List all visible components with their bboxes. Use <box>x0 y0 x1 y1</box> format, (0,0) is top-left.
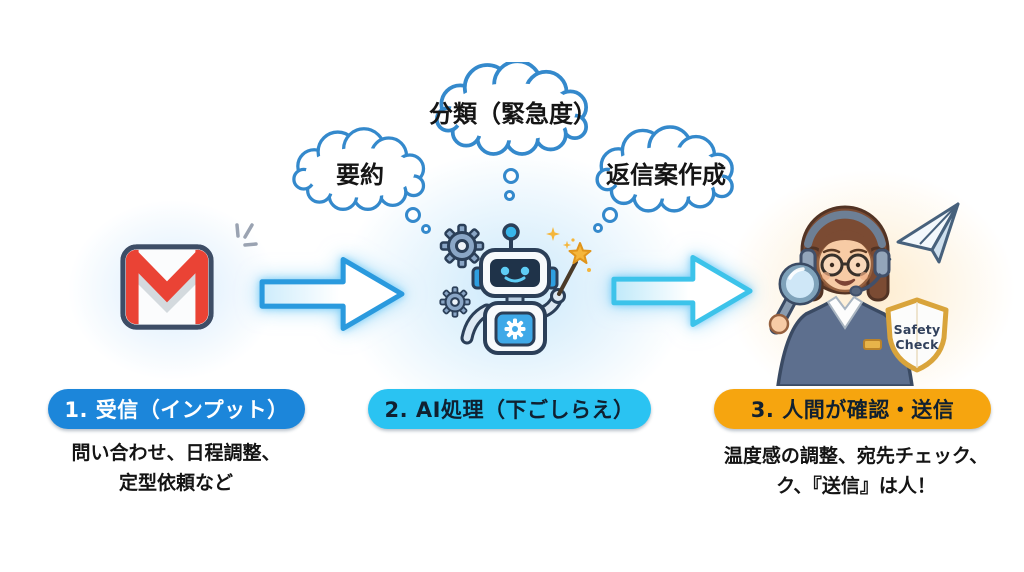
sparkle-icon <box>562 240 572 250</box>
thought-bubble-reply-draft: 返信案作成 <box>591 124 741 220</box>
thought-trail-dot <box>593 223 603 233</box>
cloud-shape <box>434 62 589 156</box>
desc-line: 定型依頼など <box>118 472 233 494</box>
step-pill-receive: 1. 受信（インプット） <box>48 389 305 429</box>
magic-wand-icon <box>546 227 592 296</box>
arrow-right-icon <box>608 246 756 336</box>
collar <box>826 295 864 330</box>
step-pill-human-review: 3. 人間が確認・送信 <box>714 389 991 429</box>
thought-trail-dot <box>602 207 618 223</box>
thought-bubble-classification: 分類（緊急度） <box>421 62 605 160</box>
star-icon <box>568 242 592 264</box>
thought-trail-dot <box>504 190 515 201</box>
step-description-receive: 問い合わせ、日程調整、 定型依頼など <box>26 438 326 498</box>
cloud-label-classification: 分類（緊急度） <box>429 99 597 128</box>
sparkle-icon <box>546 227 560 241</box>
cloud-label-reply-draft: 返信案作成 <box>606 160 726 189</box>
paper-plane-icon <box>896 202 960 264</box>
thought-trail-dot <box>503 168 519 184</box>
thought-bubble-summary: 要約 <box>288 126 432 218</box>
new-mail-sparkle-icon <box>230 220 262 252</box>
safety-check-label: Safety Check <box>888 322 946 352</box>
name-badge <box>863 339 882 350</box>
hand <box>768 313 790 335</box>
desc-line: 問い合わせ、日程調整、 <box>71 442 281 464</box>
step-description-human-review: 温度感の調整、宛先チェック、 ク、『送信』は人！ <box>700 441 1012 501</box>
arrow-right-icon <box>256 248 408 340</box>
step-pill-receive-label: 1. 受信（インプット） <box>64 398 289 422</box>
human-reviewer-icon <box>748 188 986 388</box>
safety-check-line1: Safety <box>893 322 941 337</box>
desc-line: ク、『送信』は人！ <box>776 475 936 497</box>
step-pill-human-review-label: 3. 人間が確認・送信 <box>750 398 955 422</box>
chest-gear-icon <box>504 318 526 340</box>
gear-icon <box>439 223 485 269</box>
headset-icon <box>799 210 891 278</box>
thought-trail-dot <box>421 224 431 234</box>
safety-check-shield-icon <box>885 297 949 373</box>
thought-trail-dot <box>405 207 421 223</box>
step-pill-ai-processing: 2. AI処理（下ごしらえ） <box>368 389 651 429</box>
cloud-label-summary: 要約 <box>336 160 384 189</box>
gear-icon <box>439 286 471 318</box>
safety-check-line2: Check <box>895 337 939 352</box>
desc-line: 温度感の調整、宛先チェック、 <box>723 445 989 467</box>
ai-robot-icon <box>435 218 595 368</box>
step-pill-ai-processing-label: 2. AI処理（下ごしらえ） <box>384 398 635 422</box>
gmail-icon <box>118 238 216 336</box>
cloud-shape <box>292 127 426 211</box>
cloud-shape <box>595 125 734 213</box>
